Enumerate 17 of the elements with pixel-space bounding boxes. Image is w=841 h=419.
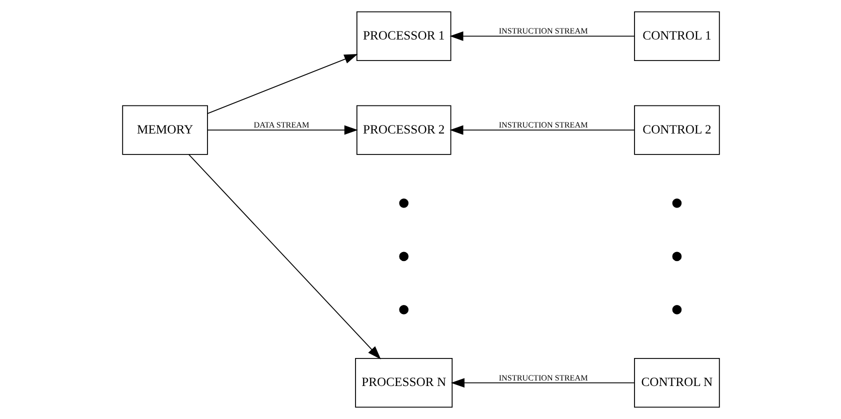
arrow xyxy=(450,378,634,388)
arrow xyxy=(449,31,634,41)
node-box: MEMORY xyxy=(122,105,208,155)
node-box: CONTROL 2 xyxy=(634,105,720,155)
node-box: PROCESSOR 1 xyxy=(356,11,451,61)
edge-label: INSTRUCTION STREAM xyxy=(498,26,588,36)
node-box: CONTROL N xyxy=(634,358,720,408)
edge-label: INSTRUCTION STREAM xyxy=(498,120,588,130)
edge-label: INSTRUCTION STREAM xyxy=(498,373,588,382)
node-box: CONTROL 1 xyxy=(634,11,720,61)
arrow xyxy=(449,125,634,135)
node-box: PROCESSOR 2 xyxy=(356,105,451,155)
arrow xyxy=(188,154,380,360)
node-box: PROCESSOR N xyxy=(354,358,452,408)
edge-label: DATA STREAM xyxy=(253,120,309,130)
arrow xyxy=(206,54,358,114)
arrow xyxy=(206,125,358,135)
